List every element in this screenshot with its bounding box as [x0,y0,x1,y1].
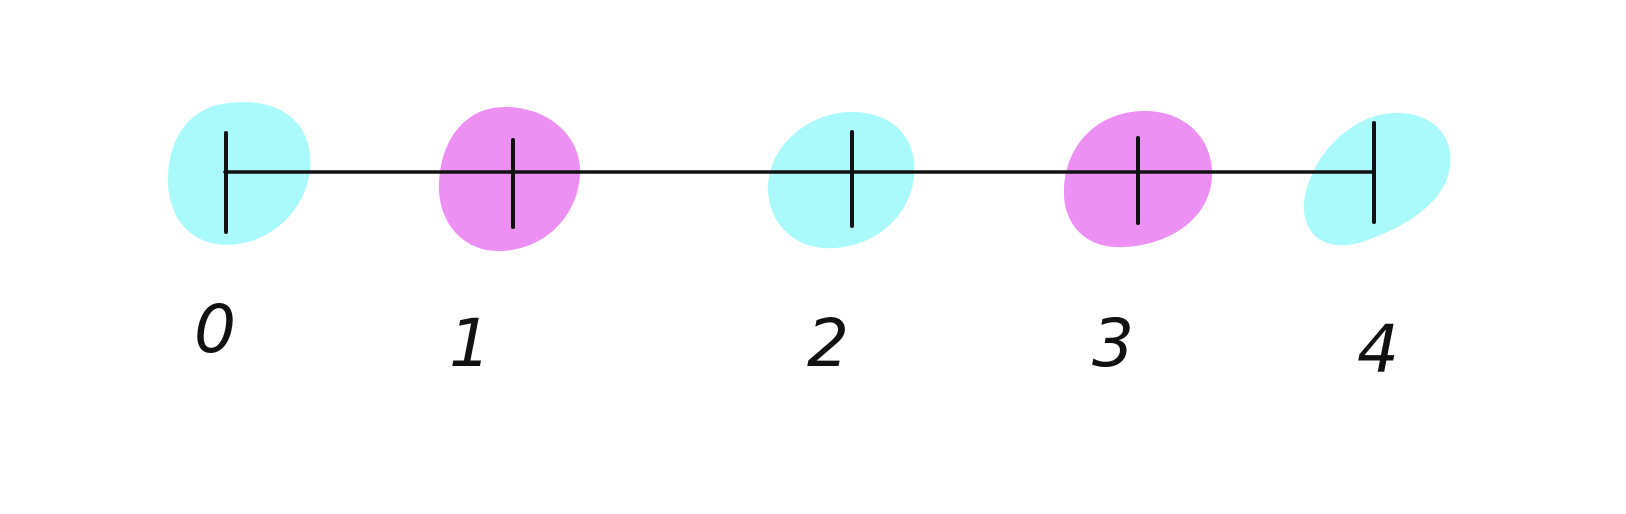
highlight-blob-2 [768,111,915,249]
point-label-2: 2 [807,305,849,382]
highlight-blob-4 [1303,112,1451,246]
point-label-1: 1 [449,305,491,382]
point-label-3: 3 [1092,305,1134,382]
number-labels: 0 1 2 3 4 [194,291,1399,388]
point-label-4: 4 [1357,311,1399,388]
highlight-blob-1 [438,107,581,252]
tick-marks [224,121,1376,234]
highlight-blobs [168,102,1451,252]
point-label-0: 0 [194,291,236,368]
